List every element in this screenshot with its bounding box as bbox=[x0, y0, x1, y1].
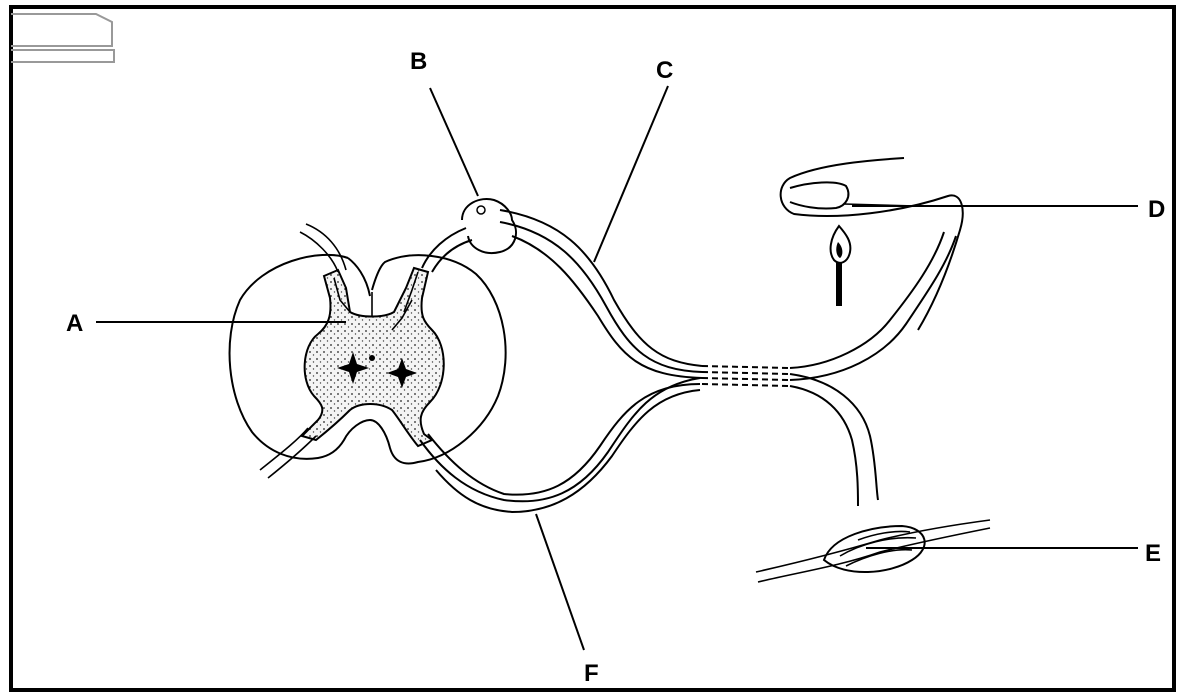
leader-f bbox=[536, 514, 584, 650]
label-c: C bbox=[656, 57, 673, 84]
label-f: F bbox=[584, 660, 599, 687]
muscle bbox=[756, 520, 990, 582]
label-b: B bbox=[410, 48, 427, 75]
label-a: A bbox=[66, 310, 83, 337]
spinal-cord bbox=[230, 224, 506, 478]
peripheral-nerves bbox=[790, 232, 956, 506]
leader-lines bbox=[96, 86, 1138, 650]
sensory-pathway bbox=[422, 199, 702, 378]
leader-b bbox=[430, 88, 478, 196]
label-e: E bbox=[1145, 540, 1161, 567]
candle bbox=[831, 226, 851, 306]
motor-pathway bbox=[420, 378, 700, 512]
label-d: D bbox=[1148, 196, 1165, 223]
diagram-border bbox=[11, 7, 1174, 690]
ganglion-nucleus bbox=[477, 206, 485, 214]
finger bbox=[781, 158, 963, 330]
leader-c bbox=[594, 86, 668, 262]
scan-artifact bbox=[11, 14, 114, 62]
central-canal bbox=[369, 355, 375, 361]
nerve-junction bbox=[702, 366, 790, 386]
